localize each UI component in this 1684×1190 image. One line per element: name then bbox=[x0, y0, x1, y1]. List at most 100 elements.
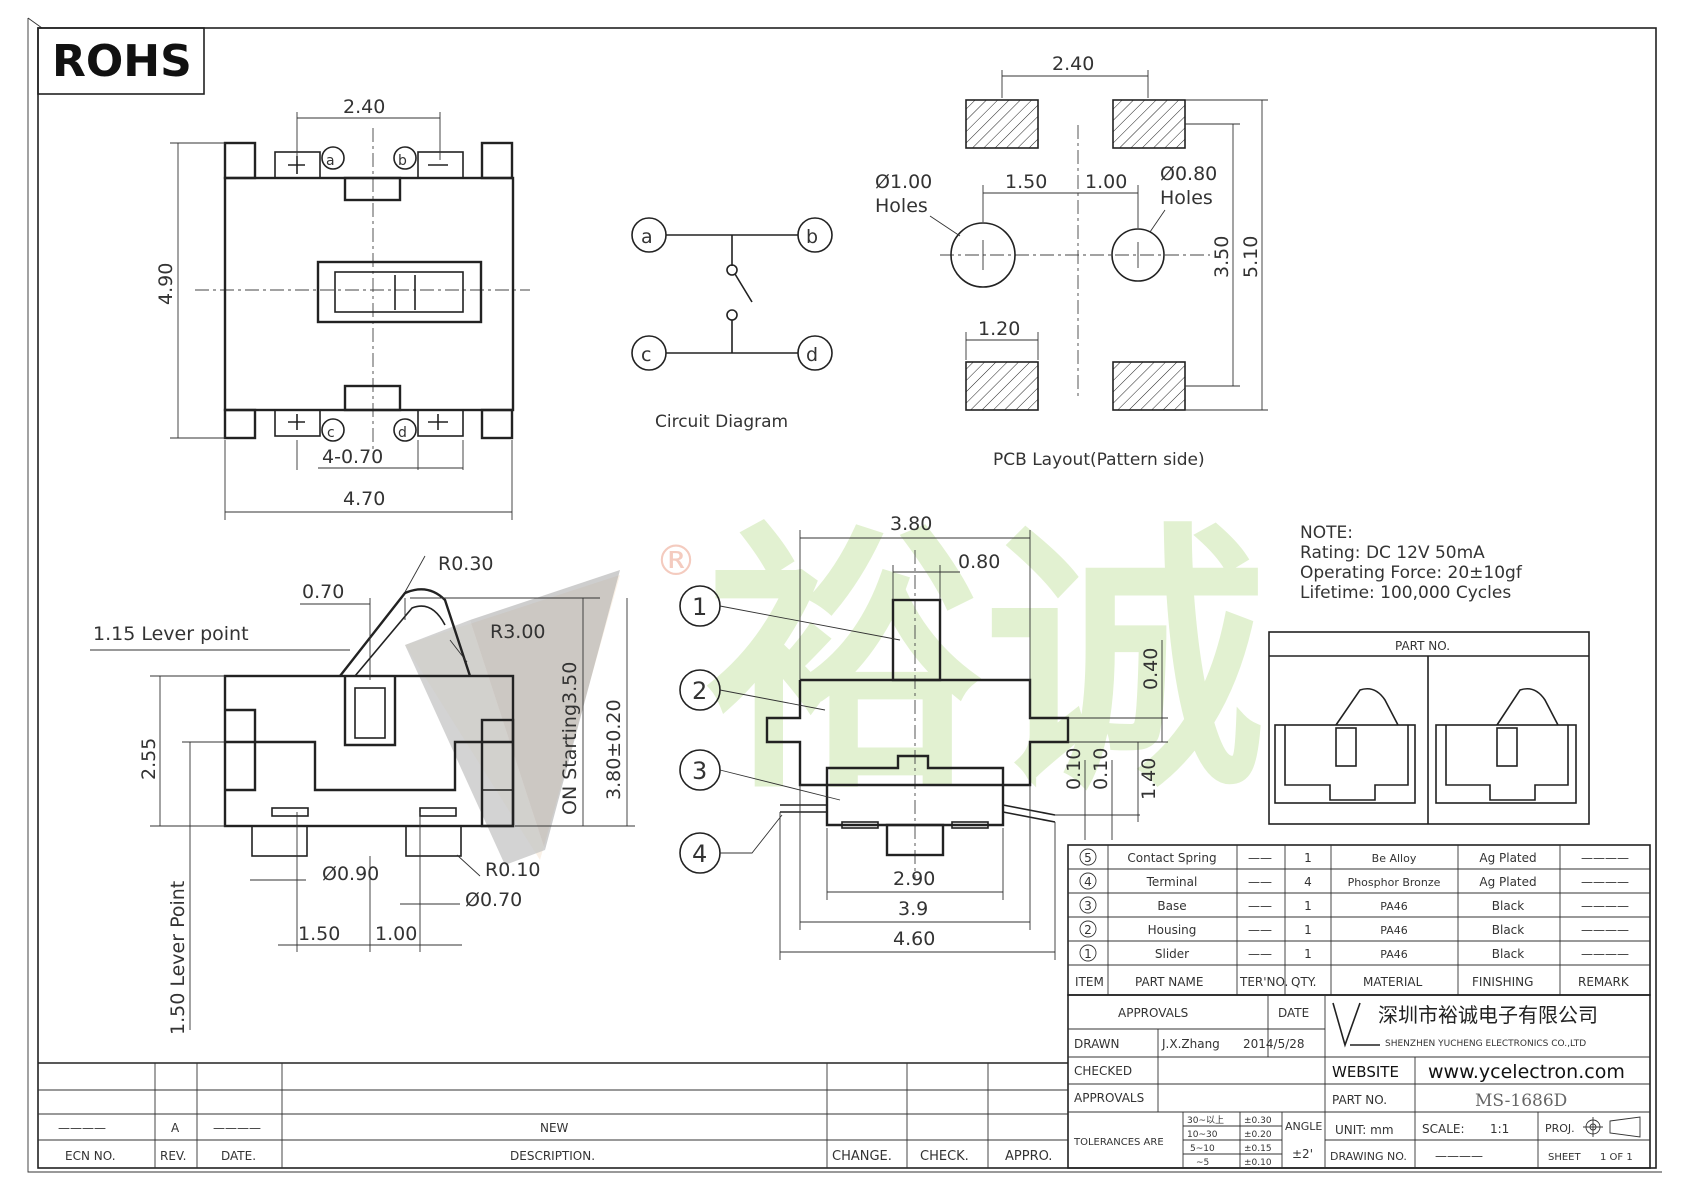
bom-cell-ter: —— bbox=[1248, 851, 1272, 865]
bom-item-number: 1 bbox=[1084, 947, 1092, 961]
bom-cell-ter: —— bbox=[1248, 875, 1272, 889]
tb-website: www.ycelectron.com bbox=[1428, 1061, 1625, 1083]
bom-item-number: 4 bbox=[1084, 875, 1092, 889]
front-callout-1: 1 bbox=[692, 593, 707, 621]
side-dim-150: 1.50 bbox=[298, 923, 340, 945]
bom-cell-ter: —— bbox=[1248, 923, 1272, 937]
bom-item-number: 2 bbox=[1084, 923, 1092, 937]
front-dim-080: 0.80 bbox=[958, 551, 1000, 573]
tb-checked-label: CHECKED bbox=[1074, 1064, 1132, 1078]
rev-header-check: CHECK. bbox=[920, 1149, 969, 1164]
bom-cell-qty: 4 bbox=[1304, 875, 1312, 889]
top-dim-470: 4.70 bbox=[343, 488, 385, 510]
bom-item-circle bbox=[1079, 896, 1097, 914]
circuit-term-b: b bbox=[806, 226, 818, 248]
bom-cell-material: PA46 bbox=[1380, 948, 1407, 961]
company-logo bbox=[1332, 1002, 1380, 1048]
bom-cell-ter: —— bbox=[1248, 899, 1272, 913]
projection-symbol-icon bbox=[1583, 1116, 1641, 1138]
tb-angle-label: ANGLE bbox=[1285, 1120, 1322, 1133]
bom-cell-material: PA46 bbox=[1380, 900, 1407, 913]
bom-cell-material: PA46 bbox=[1380, 924, 1407, 937]
note-lifetime: Lifetime: 100,000 Cycles bbox=[1300, 583, 1511, 603]
front-dim-290: 2.90 bbox=[893, 868, 935, 890]
pcb-dim-120: 1.20 bbox=[978, 318, 1020, 340]
bom-cell-name: Terminal bbox=[1146, 875, 1198, 889]
rev-header-description: DESCRIPTION. bbox=[510, 1149, 595, 1163]
note-rating: Rating: DC 12V 50mA bbox=[1300, 543, 1485, 563]
bom-cell-qty: 1 bbox=[1304, 947, 1312, 961]
tb-drawn-date: 2014/5/28 bbox=[1243, 1037, 1305, 1051]
pcb-hole-small-label: Holes bbox=[1160, 187, 1213, 209]
rohs-label: ROHS bbox=[52, 36, 192, 87]
tb-tol-value-1: ±0.20 bbox=[1244, 1130, 1272, 1140]
bom-cell-ter: —— bbox=[1248, 947, 1272, 961]
tb-part-no-label: PART NO. bbox=[1332, 1093, 1387, 1107]
tb-tol-value-3: ±0.10 bbox=[1244, 1158, 1272, 1168]
side-dim-phi090: Ø0.90 bbox=[322, 863, 379, 885]
revision-block: ———— A ———— NEW ECN NO. REV. DATE. DESCR… bbox=[38, 1062, 1068, 1168]
front-dim-380: 3.80 bbox=[890, 513, 932, 535]
tb-sheet-value: 1 OF 1 bbox=[1600, 1152, 1633, 1163]
pcb-hole-small-dia: Ø0.80 bbox=[1160, 163, 1217, 185]
part-no-box-title: PART NO. bbox=[1395, 639, 1450, 653]
side-dim-r010: R0.10 bbox=[485, 859, 541, 881]
pcb-dim-150: 1.50 bbox=[1005, 171, 1047, 193]
tb-company-cn: 深圳市裕诚电子有限公司 bbox=[1378, 1003, 1598, 1027]
side-dim-phi070: Ø0.70 bbox=[465, 889, 522, 911]
circuit-caption: Circuit Diagram bbox=[655, 412, 788, 432]
top-term-b: b bbox=[398, 153, 407, 169]
top-term-d: d bbox=[398, 425, 407, 441]
tb-drawn-name: J.X.Zhang bbox=[1161, 1037, 1220, 1051]
note: NOTE: Rating: DC 12V 50mA Operating Forc… bbox=[1300, 523, 1523, 603]
side-view: R0.30 0.70 1.15 Lever point R3.00 ON Sta… bbox=[90, 553, 635, 1035]
front-dim-010a: 0.10 bbox=[1063, 748, 1085, 790]
bom-header-part-name: PART NAME bbox=[1135, 975, 1203, 989]
tb-date: DATE bbox=[1278, 1006, 1309, 1020]
front-callout-3: 3 bbox=[692, 757, 707, 785]
side-dim-r030: R0.30 bbox=[438, 553, 494, 575]
tb-part-no: MS-1686D bbox=[1475, 1091, 1567, 1111]
note-title: NOTE: bbox=[1300, 523, 1353, 543]
side-dim-r300: R3.00 bbox=[490, 621, 546, 643]
top-term-c: c bbox=[327, 425, 335, 441]
bom-cell-finishing: Ag Plated bbox=[1479, 851, 1536, 865]
front-dim-140: 1.40 bbox=[1138, 758, 1160, 800]
front-callout-2: 2 bbox=[692, 677, 707, 705]
rev-header-appro: APPRO. bbox=[1005, 1149, 1052, 1164]
watermark-brand: 裕诚 bbox=[705, 501, 1265, 827]
tb-tol-value-0: ±0.30 bbox=[1244, 1116, 1272, 1126]
tb-angle-value: ±2' bbox=[1292, 1147, 1313, 1161]
pcb-layout: 2.40 1.50 1.00 Ø1.00 Holes Ø0.80 Holes 3… bbox=[875, 53, 1268, 470]
top-term-a: a bbox=[326, 153, 335, 169]
bom-cell-finishing: Black bbox=[1492, 923, 1525, 937]
part-no-box: PART NO. bbox=[1268, 631, 1590, 825]
rev-row-ecn: ———— bbox=[58, 1121, 106, 1135]
tb-tol-range-2: 5~10 bbox=[1190, 1144, 1215, 1154]
tb-tol-range-0: 30~以上 bbox=[1187, 1115, 1224, 1126]
circuit-term-c: c bbox=[641, 344, 651, 366]
pcb-dim-100: 1.00 bbox=[1085, 171, 1127, 193]
top-dim-4x070: 4-0.70 bbox=[322, 446, 383, 468]
bom-item-circle bbox=[1079, 848, 1097, 866]
side-dim-380: 3.80±0.20 bbox=[603, 699, 625, 800]
bom-cell-name: Housing bbox=[1148, 923, 1197, 937]
pcb-hole-large-label: Holes bbox=[875, 195, 928, 217]
tb-tol-value-2: ±0.15 bbox=[1244, 1144, 1272, 1154]
pcb-dim-350: 3.50 bbox=[1211, 236, 1233, 278]
tb-tolerances-label: TOLERANCES ARE bbox=[1073, 1137, 1164, 1148]
pcb-hole-large-dia: Ø1.00 bbox=[875, 171, 932, 193]
tb-proj: PROJ. bbox=[1545, 1122, 1575, 1135]
bom-cell-remark: ———— bbox=[1581, 947, 1629, 961]
rev-row-rev: A bbox=[171, 1121, 180, 1135]
bom-cell-qty: 1 bbox=[1304, 899, 1312, 913]
bom-header-finishing: FINISHING bbox=[1472, 975, 1533, 989]
rev-row-date: ———— bbox=[213, 1121, 261, 1135]
bom-cell-remark: ———— bbox=[1581, 923, 1629, 937]
registered-mark: ® bbox=[655, 536, 697, 585]
bom-cell-material: Be Alloy bbox=[1372, 852, 1417, 865]
bom-cell-remark: ———— bbox=[1581, 851, 1629, 865]
front-callout-4: 4 bbox=[692, 840, 707, 868]
front-dim-39: 3.9 bbox=[898, 898, 928, 920]
part-thumb-left bbox=[1274, 687, 1416, 804]
